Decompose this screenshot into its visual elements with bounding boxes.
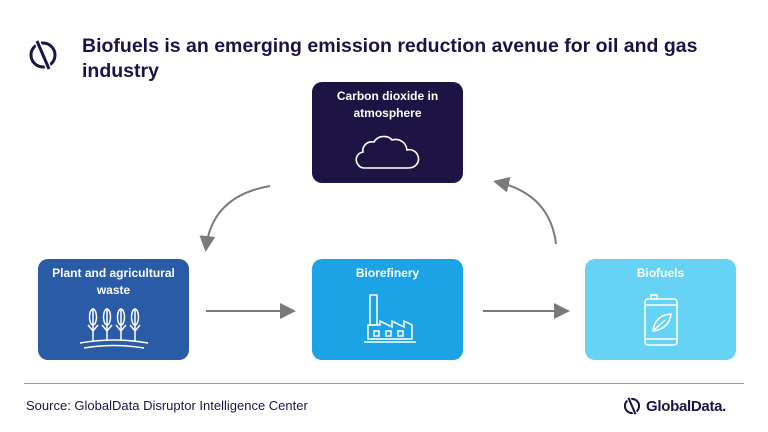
brand-name: GlobalData. — [646, 397, 727, 415]
cloud-icon — [355, 135, 420, 169]
node-biofuels: Biofuels — [585, 259, 736, 360]
source-note: Source: GlobalData Disruptor Intelligenc… — [26, 398, 308, 413]
wheat-icon — [79, 308, 149, 349]
node-label: Plant and agricultural waste — [52, 266, 175, 297]
node-plant-waste: Plant and agricultural waste — [38, 259, 189, 360]
arrow-co2-to-plant — [199, 185, 271, 252]
fuel-barrel-icon — [644, 294, 678, 346]
node-biorefinery: Biorefinery — [312, 259, 463, 360]
globaldata-logo-icon — [623, 396, 641, 416]
arrow-biofuels-to-co2 — [493, 176, 557, 245]
node-carbon-dioxide: Carbon dioxide in atmosphere — [312, 82, 463, 183]
node-label: Biorefinery — [355, 266, 420, 280]
node-label: Carbon dioxide in atmosphere — [336, 89, 439, 120]
brand-logo: GlobalData. — [622, 395, 726, 417]
page-title: Biofuels is an emerging emission reducti… — [82, 35, 698, 82]
node-label: Biofuels — [636, 266, 685, 280]
factory-icon — [364, 294, 416, 343]
footer-divider — [24, 383, 744, 384]
globaldata-logo-icon — [29, 39, 57, 71]
